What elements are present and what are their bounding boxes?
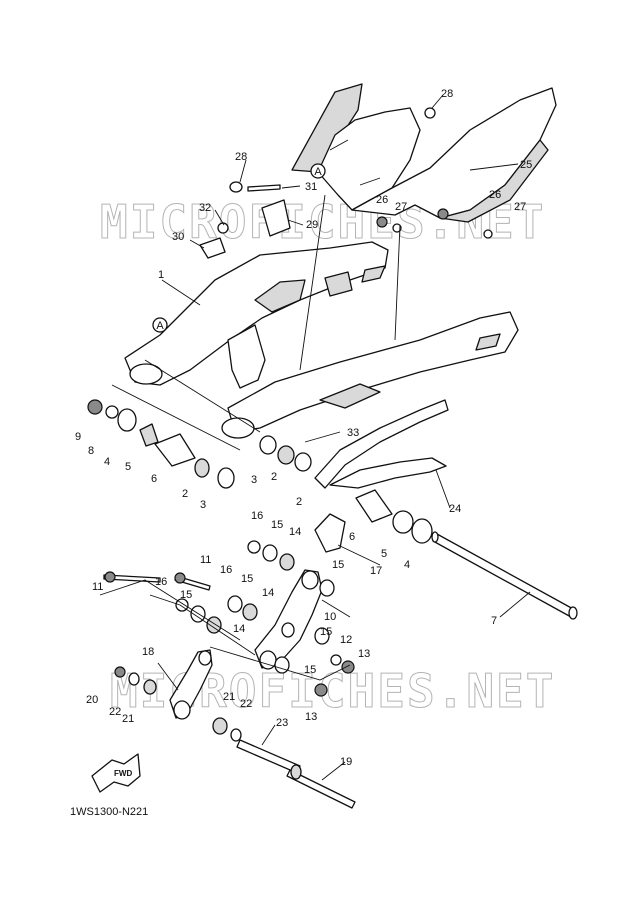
callout-31: 31 — [305, 181, 317, 193]
callout-13: 13 — [305, 711, 317, 723]
callout-14: 14 — [262, 587, 274, 599]
callout-3: 3 — [251, 474, 257, 486]
callout-26: 26 — [489, 189, 501, 201]
callout-16: 16 — [220, 564, 232, 576]
group-lines — [99, 194, 401, 681]
chain-guard — [314, 399, 449, 489]
callout-15: 15 — [332, 559, 344, 571]
callout-15: 15 — [271, 519, 283, 531]
callout-28: 28 — [441, 88, 453, 100]
callout-7: 7 — [491, 615, 497, 627]
callout-2: 2 — [271, 471, 277, 483]
ref-marker-a-lower: A — [152, 317, 168, 333]
callout-8: 8 — [88, 445, 94, 457]
lower-hardware — [114, 666, 356, 809]
callout-12: 12 — [340, 634, 352, 646]
ref-marker-a-upper: A — [310, 163, 326, 179]
callout-6: 6 — [349, 531, 355, 543]
svg-text:A: A — [156, 320, 164, 332]
callout-3: 3 — [200, 499, 206, 511]
callout-14: 14 — [289, 526, 301, 538]
pivot-hardware-left — [87, 399, 235, 489]
rear-axle — [431, 531, 578, 620]
connecting-rod — [169, 649, 213, 720]
relay-arm — [254, 569, 323, 670]
callout-27: 27 — [395, 201, 407, 213]
relay-hardware — [103, 513, 355, 697]
callout-5: 5 — [125, 461, 131, 473]
callout-4: 4 — [404, 559, 410, 571]
callout-2: 2 — [296, 496, 302, 508]
callout-2: 2 — [182, 488, 188, 500]
callout-19: 19 — [340, 756, 352, 768]
callout-28: 28 — [235, 151, 247, 163]
callout-29: 29 — [306, 219, 318, 231]
callout-22: 22 — [240, 698, 252, 710]
callout-22: 22 — [109, 706, 121, 718]
callout-21: 21 — [223, 691, 235, 703]
callout-23: 23 — [276, 717, 288, 729]
callout-15: 15 — [241, 573, 253, 585]
callout-20: 20 — [86, 694, 98, 706]
callout-14: 14 — [233, 623, 245, 635]
callout-16: 16 — [251, 510, 263, 522]
svg-text:FWD: FWD — [114, 769, 132, 778]
swingarm — [124, 241, 519, 439]
fwd-arrow-icon: FWD — [91, 753, 141, 793]
callout-32: 32 — [199, 202, 211, 214]
callout-10: 10 — [324, 611, 336, 623]
diagram-code: 1WS1300-N221 — [70, 806, 148, 818]
callout-21: 21 — [122, 713, 134, 725]
callout-33: 33 — [347, 427, 359, 439]
callout-6: 6 — [151, 473, 157, 485]
callout-25: 25 — [520, 159, 532, 171]
leader-lines — [157, 94, 531, 781]
pivot-hardware-right — [259, 435, 433, 544]
svg-text:A: A — [314, 166, 322, 178]
callout-24: 24 — [449, 503, 461, 515]
callout-15: 15 — [320, 626, 332, 638]
callout-27: 27 — [514, 201, 526, 213]
callout-30: 30 — [172, 231, 184, 243]
callout-labels: 1 2 2 2 3 3 4 4 5 5 6 6 7 8 9 10 11 11 1… — [75, 88, 532, 768]
callout-15: 15 — [180, 589, 192, 601]
callout-18: 18 — [142, 646, 154, 658]
callout-13: 13 — [358, 648, 370, 660]
callout-26: 26 — [376, 194, 388, 206]
callout-17: 17 — [370, 565, 382, 577]
callout-1: 1 — [158, 269, 164, 281]
callout-11: 11 — [92, 581, 103, 593]
callout-15: 15 — [304, 664, 316, 676]
callout-9: 9 — [75, 431, 81, 443]
callout-5: 5 — [381, 548, 387, 560]
callout-16: 16 — [155, 576, 167, 588]
callout-4: 4 — [104, 456, 110, 468]
callout-11: 11 — [200, 554, 211, 566]
upper-small-parts — [199, 107, 493, 259]
